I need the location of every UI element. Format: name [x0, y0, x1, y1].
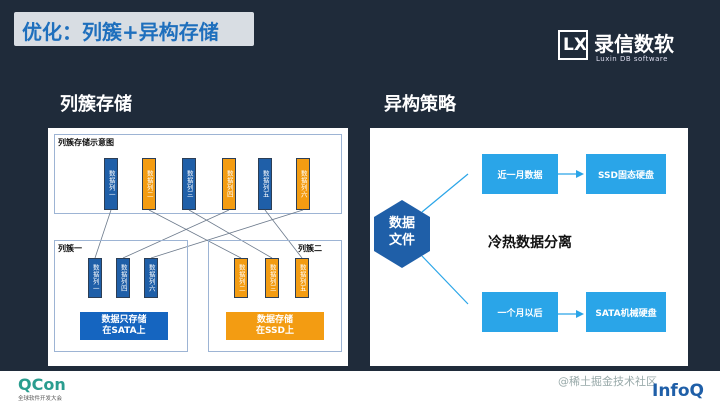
ssd-storage-box: 数据存储在SSD上: [226, 312, 324, 340]
overview-box: [54, 134, 342, 214]
strategy-arrows: [421, 170, 584, 318]
hot-cold-separation-label: 冷热数据分离: [488, 235, 572, 251]
family-two-column-2: 数据列三: [265, 258, 279, 298]
infoq-logo: InfoQ: [652, 381, 704, 401]
strategy-panel: 数据文件 近一月数据 SSD固态硬盘 冷热数据分离 一个月以后 SATA机械硬盘: [370, 128, 688, 366]
older-data-box: 一个月以后: [482, 292, 558, 332]
recent-data-box: 近一月数据: [482, 154, 558, 194]
family-two-label: 列簇二: [298, 244, 322, 253]
family-one-label: 列簇一: [58, 244, 82, 253]
data-file-hexagon: 数据文件: [374, 200, 430, 268]
family-two-box: [208, 240, 342, 352]
slide-title-banner: 优化：列簇+异构存储: [14, 12, 254, 46]
logo-name-en: Luxin DB software: [596, 55, 668, 63]
top-column-6: 数据列六: [296, 158, 310, 210]
luxin-logo: LX 录信数软 Luxin DB software: [558, 30, 708, 66]
top-column-4: 数据列四: [222, 158, 236, 210]
column-family-panel: 列簇存储示意图 数据列一 数据列二 数据列三 数据列四 数据列五 数据列六 列簇…: [48, 128, 348, 366]
sata-storage-box: 数据只存储在SATA上: [80, 312, 168, 340]
family-one-column-1: 数据列一: [88, 258, 102, 298]
qcon-logo: QCon: [18, 375, 66, 394]
top-column-1: 数据列一: [104, 158, 118, 210]
watermark: @稀土掘金技术社区: [558, 375, 657, 388]
sata-disk-box: SATA机械硬盘: [586, 292, 666, 332]
family-one-column-3: 数据列六: [144, 258, 158, 298]
mapping-lines: [94, 209, 304, 259]
top-column-5: 数据列五: [258, 158, 272, 210]
top-column-2: 数据列二: [142, 158, 156, 210]
footer-bar: QCon 全球软件开发大会 @稀土掘金技术社区 InfoQ: [0, 371, 720, 405]
slide-title: 优化：列簇+异构存储: [22, 20, 219, 44]
top-column-3: 数据列三: [182, 158, 196, 210]
logo-mark-icon: LX: [558, 30, 588, 60]
ssd-disk-box: SSD固态硬盘: [586, 154, 666, 194]
logo-name-cn: 录信数软: [594, 32, 674, 56]
qcon-subtitle: 全球软件开发大会: [18, 396, 63, 402]
family-two-column-3: 数据列五: [295, 258, 309, 298]
family-two-column-1: 数据列二: [234, 258, 248, 298]
family-one-column-2: 数据列四: [116, 258, 130, 298]
family-one-box: [54, 240, 188, 352]
overview-label: 列簇存储示意图: [58, 138, 114, 147]
left-section-title: 列簇存储: [60, 94, 132, 115]
right-section-title: 异构策略: [384, 94, 456, 115]
